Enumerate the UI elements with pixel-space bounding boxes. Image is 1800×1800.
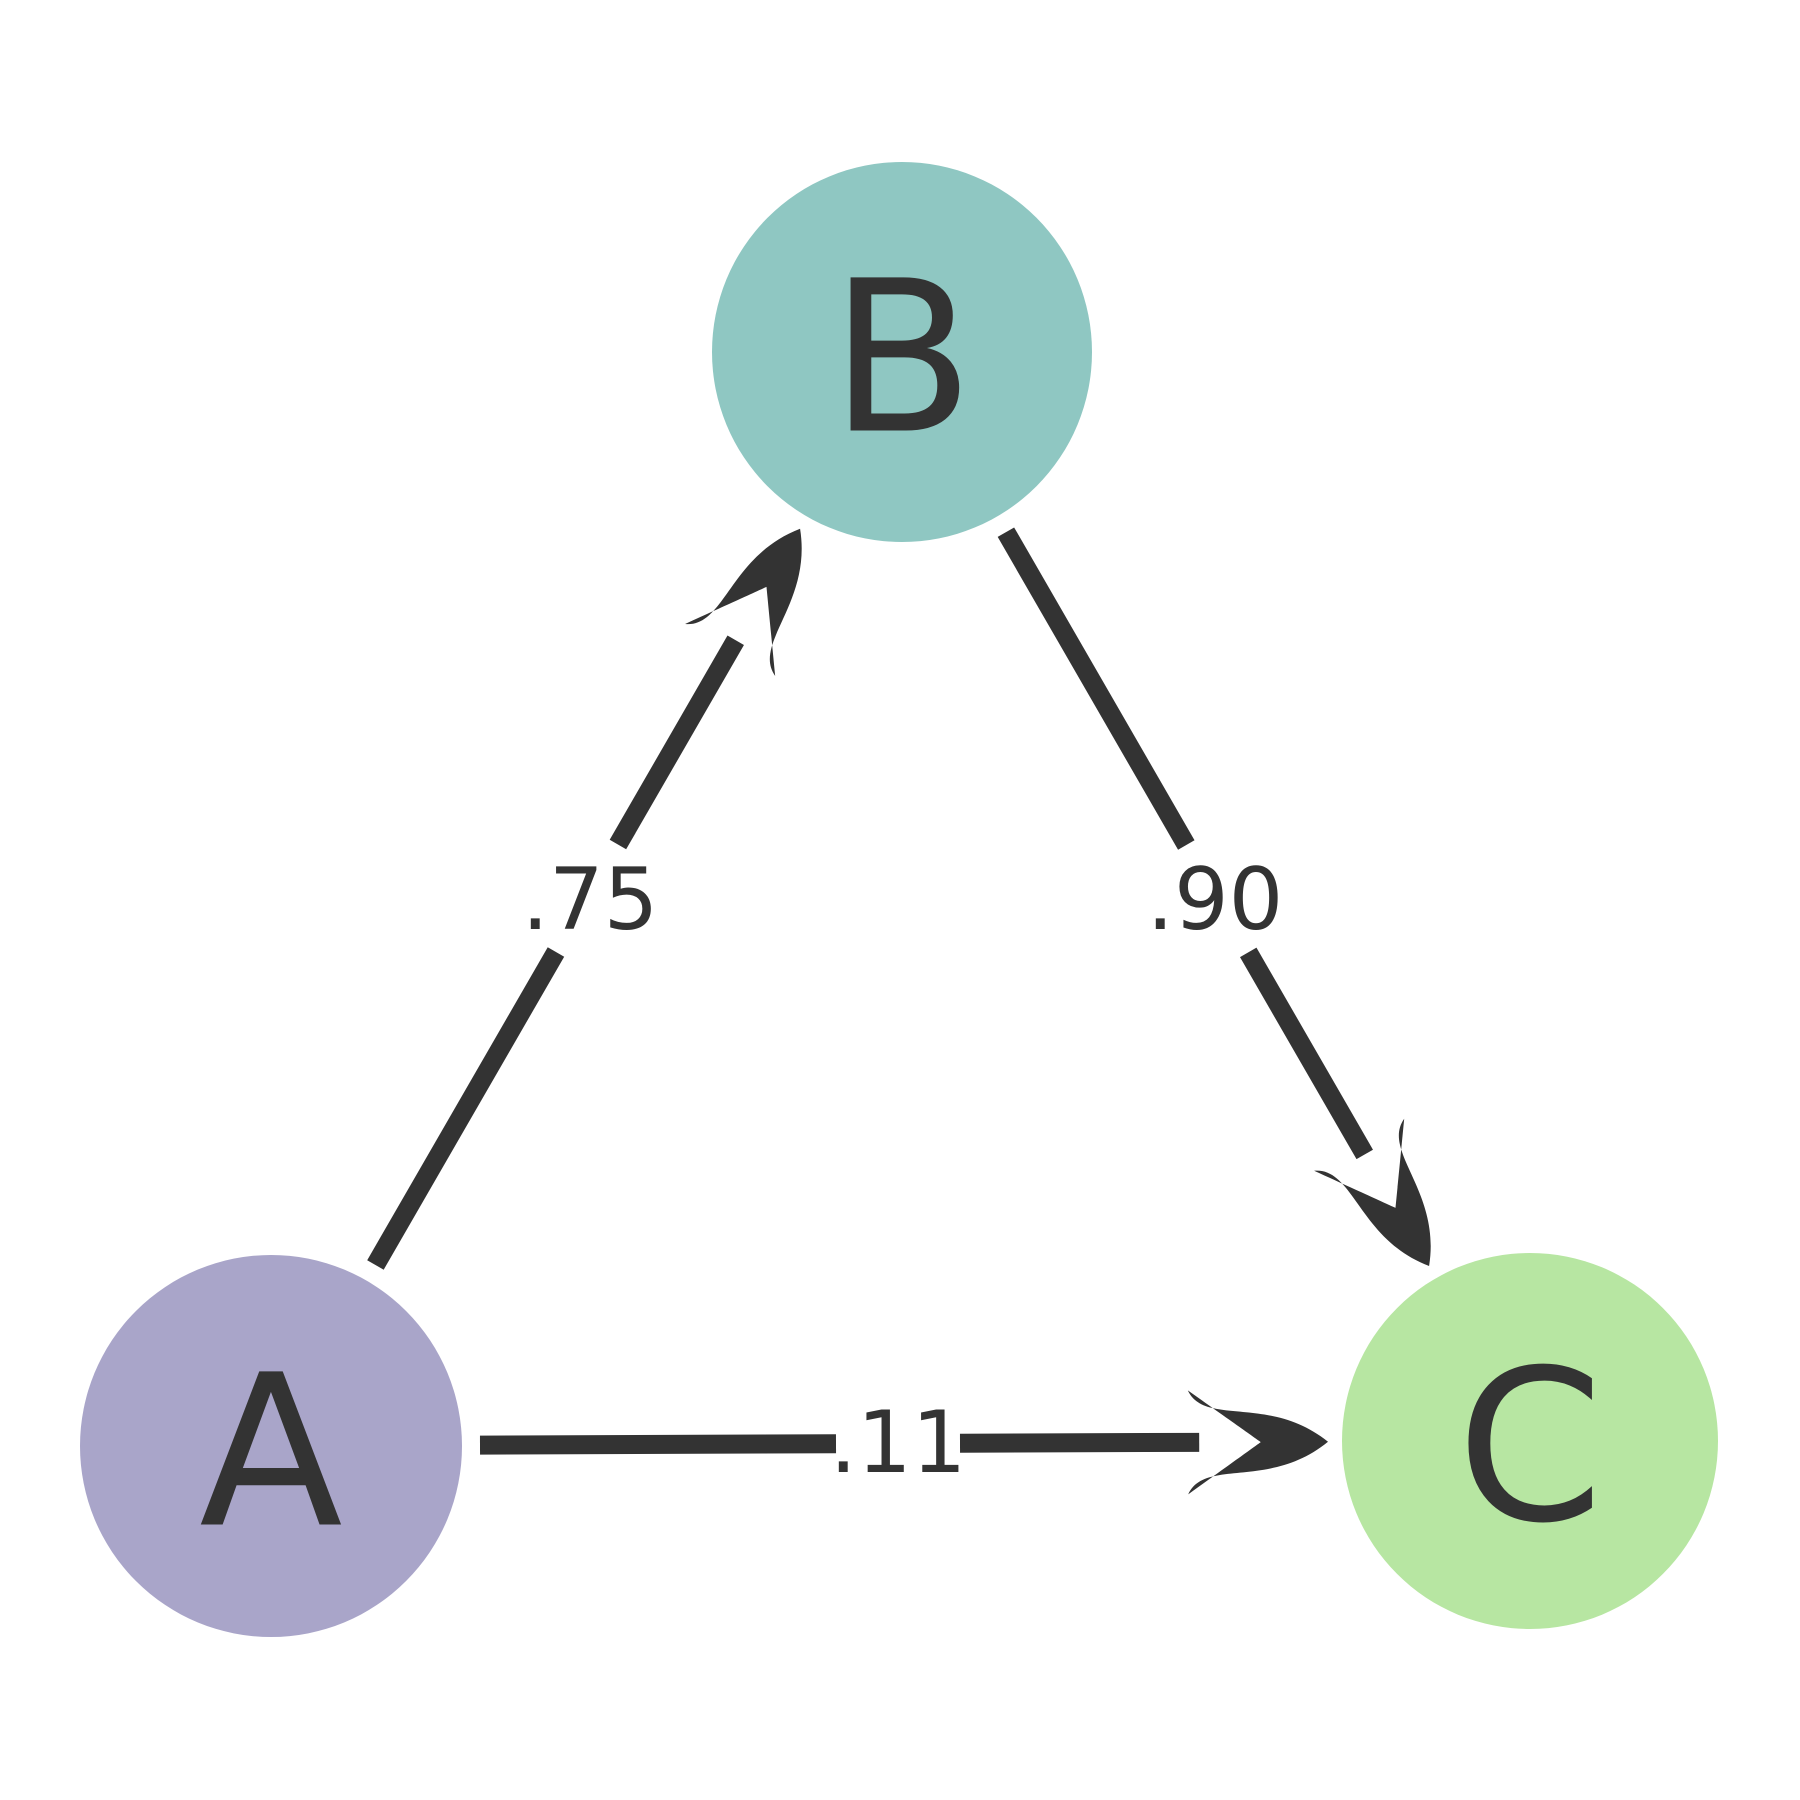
- edge-b-to-c-label: .90: [1147, 850, 1284, 950]
- node-b-circle[interactable]: [712, 162, 1092, 542]
- edge-a-to-b-line-lower: [367, 947, 565, 1270]
- node-c-circle[interactable]: [1342, 1253, 1718, 1629]
- edge-a-to-c-arrowhead: [1187, 1390, 1329, 1495]
- edge-a-to-b[interactable]: .75: [367, 528, 802, 1270]
- edge-b-to-c-line-lower: [1240, 947, 1373, 1160]
- edge-b-to-c[interactable]: .90: [997, 527, 1431, 1267]
- edge-a-to-b-arrowhead: [685, 528, 802, 676]
- node-a-label: A: [199, 1330, 343, 1575]
- node-b[interactable]: B: [712, 162, 1092, 542]
- node-b-label: B: [830, 236, 974, 481]
- edge-a-to-c-line-right: [959, 1432, 1200, 1453]
- edge-b-to-c-line-upper: [997, 527, 1195, 850]
- edge-a-to-c-line-left: [479, 1434, 837, 1455]
- node-c-label: C: [1457, 1325, 1604, 1570]
- edge-b-to-c-arrowhead: [1314, 1118, 1431, 1267]
- node-a-circle[interactable]: [80, 1255, 462, 1637]
- edge-a-to-b-line-upper: [609, 635, 744, 850]
- node-a[interactable]: A: [80, 1255, 462, 1637]
- edge-a-to-c-label: .11: [830, 1393, 967, 1493]
- edge-a-to-b-label: .75: [522, 850, 659, 950]
- edge-a-to-c[interactable]: .11: [479, 1390, 1329, 1495]
- node-c[interactable]: C: [1342, 1253, 1718, 1629]
